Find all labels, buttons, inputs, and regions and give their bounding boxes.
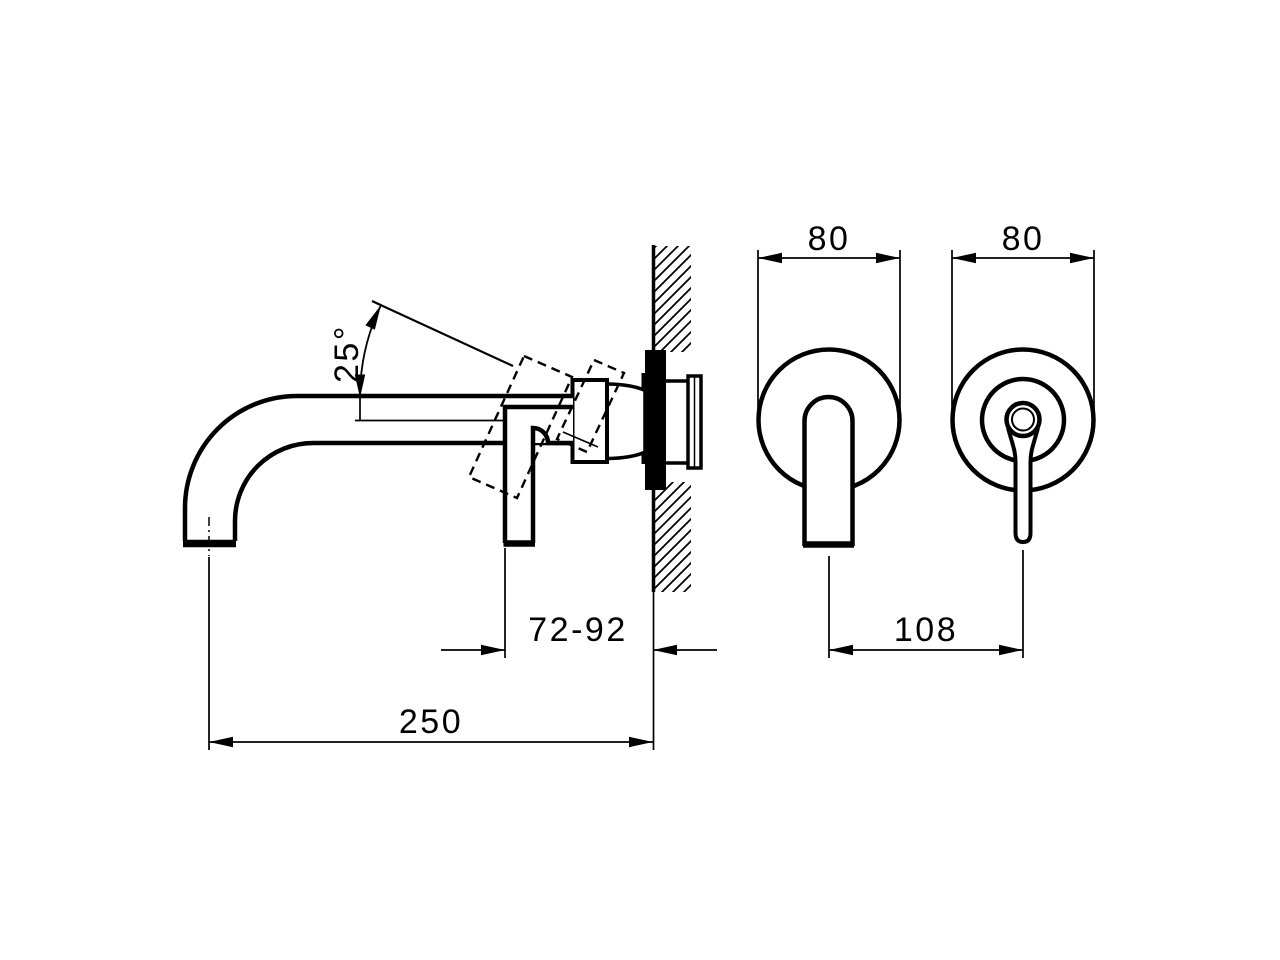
dimension-wall-depth-range: 72-92: [441, 548, 717, 658]
arrowhead: [876, 252, 900, 264]
spout-front-view: [756, 347, 902, 548]
angle-arrow-lower: [354, 374, 366, 398]
spout-inner-edge: [232, 440, 573, 541]
spout-side-view: [182, 393, 573, 556]
valve-body-neck: [605, 382, 647, 461]
handle-front-view: [950, 347, 1096, 545]
arrowhead: [209, 736, 233, 748]
spout-outer-edge: [182, 393, 573, 541]
wall-hatch-upper: [655, 246, 691, 352]
concealed-valve-body: [641, 350, 703, 490]
arrowhead: [829, 644, 853, 656]
dimension-label: 80: [808, 220, 851, 258]
wall-flange: [645, 350, 666, 490]
arrowhead: [952, 252, 976, 264]
arrowhead: [758, 252, 782, 264]
dimension-label: 80: [1002, 220, 1045, 258]
angle-dimension-label: 25°: [328, 324, 366, 383]
spout-front-body: [802, 394, 855, 546]
dimension-label: 72-92: [528, 611, 627, 649]
wall-section: [651, 245, 691, 592]
rough-in-body: [661, 379, 692, 465]
dimension-handle-escutcheon-width: 80: [951, 220, 1095, 417]
arrowhead: [999, 644, 1023, 656]
arrowhead: [629, 736, 653, 748]
handle-side-view: [502, 404, 573, 547]
dimension-label: 108: [894, 611, 958, 649]
handle-outline: [502, 404, 573, 543]
handle-hub-inner: [1011, 407, 1035, 432]
angle-dimension: 25°: [328, 300, 514, 422]
arrowhead: [481, 644, 505, 656]
dashed-position-edge: [562, 431, 599, 448]
dashed-handle-base: [555, 358, 626, 454]
spout-fill: [185, 396, 573, 541]
arrowhead: [653, 644, 677, 656]
handle-open-position-dashed: [467, 354, 626, 500]
dimension-center-distance: 108: [828, 550, 1024, 658]
handle-front-lever: [1006, 427, 1040, 545]
angle-inclined-line: [371, 300, 514, 367]
angle-arrow-upper: [365, 305, 381, 330]
dimension-spout-escutcheon-width: 80: [757, 220, 901, 417]
linear-dimensions: 80 80 108 72-92: [208, 220, 1095, 750]
dimension-spout-reach: 250: [208, 557, 655, 750]
side-section-view: 25°: [182, 245, 703, 592]
dashed-handle-bar: [467, 354, 574, 500]
arrowhead: [1070, 252, 1094, 264]
wall-hatch-lower: [655, 482, 691, 592]
dimension-label: 250: [399, 703, 463, 741]
